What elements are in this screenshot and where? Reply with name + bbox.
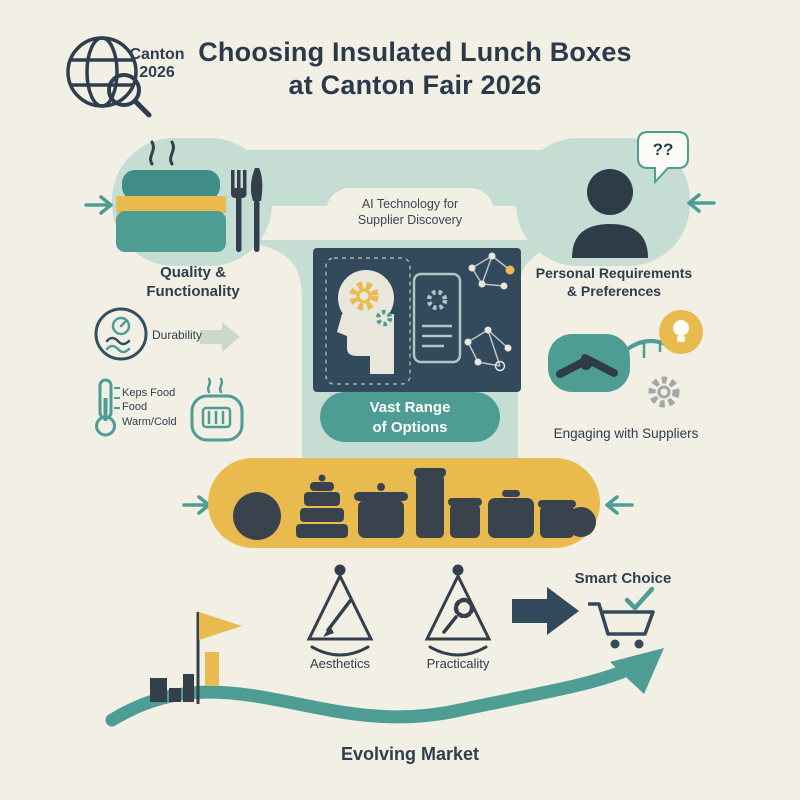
arrow-left-top-icon bbox=[84, 195, 113, 215]
ai-technology-label: AI Technology for Supplier Discovery bbox=[357, 197, 463, 228]
arrow-right-mid-icon bbox=[605, 495, 634, 515]
durability-icon bbox=[94, 307, 148, 361]
network-icon-top bbox=[468, 252, 515, 290]
personal-heading: Personal Requirements & Preferences bbox=[535, 265, 693, 300]
flag-icon bbox=[150, 612, 242, 704]
aesthetics-scale-icon bbox=[306, 564, 374, 657]
network-icon-bottom bbox=[464, 326, 512, 372]
lunchbox-silhouettes bbox=[233, 468, 596, 540]
question-marks: ?? bbox=[652, 140, 674, 159]
flow-arrow-icon bbox=[512, 587, 579, 635]
page-title: Choosing Insulated Lunch Boxes at Canton… bbox=[198, 37, 632, 100]
lunchbox-icon bbox=[116, 140, 226, 252]
ai-label-plate bbox=[326, 188, 494, 236]
thermometer-icon bbox=[95, 378, 120, 437]
quality-heading: Quality & Functionality bbox=[146, 264, 240, 300]
keep-warm-icon bbox=[190, 377, 244, 442]
options-pill-label: Vast Range of Options bbox=[369, 399, 451, 436]
evolving-market-label: Evolving Market bbox=[340, 744, 480, 764]
durability-label: Durability bbox=[152, 328, 203, 342]
globe-search-icon bbox=[66, 36, 152, 118]
handshake-icon bbox=[548, 334, 630, 392]
practicality-label: Practicality bbox=[426, 656, 490, 671]
options-pill bbox=[320, 392, 500, 442]
engaging-label: Engaging with Suppliers bbox=[553, 426, 699, 441]
keeps-food-label: Keps Food Food Warm/Cold bbox=[122, 387, 177, 428]
durability-arrow-icon bbox=[200, 322, 240, 352]
cart-icon bbox=[588, 586, 655, 649]
arrow-right-top-icon bbox=[687, 193, 716, 213]
smart-choice-label: Smart Choice bbox=[574, 570, 672, 587]
aesthetics-label: Aesthetics bbox=[310, 656, 370, 671]
ai-head-icon bbox=[325, 257, 411, 385]
brand-text: Canton 2026 bbox=[129, 46, 185, 81]
lightbulb-icon bbox=[659, 310, 703, 354]
ai-tablet-icon bbox=[412, 272, 462, 364]
person-icon bbox=[572, 169, 648, 258]
gear-icon bbox=[648, 376, 680, 408]
cutlery-icon bbox=[231, 168, 263, 252]
question-bubble-icon bbox=[637, 131, 689, 185]
evolving-market-swoosh bbox=[105, 648, 664, 727]
arrow-left-mid-icon bbox=[182, 495, 211, 515]
practicality-scale-icon bbox=[424, 564, 492, 657]
